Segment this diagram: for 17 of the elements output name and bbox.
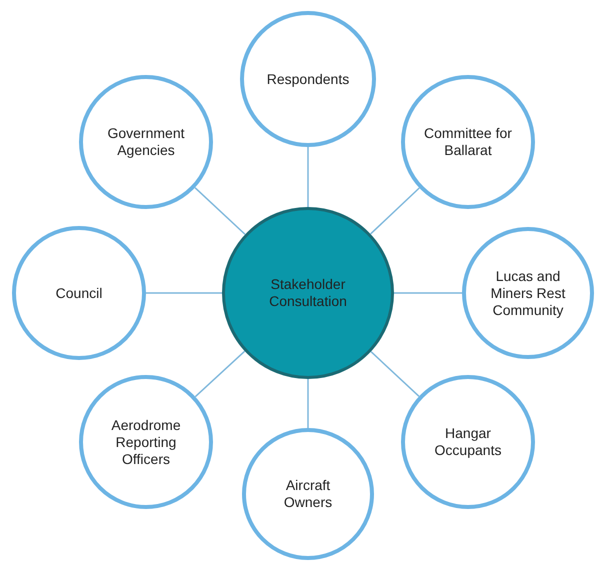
connector-line bbox=[194, 350, 246, 398]
connector-line bbox=[307, 379, 309, 428]
node-label: Lucas and Miners Rest Community bbox=[490, 268, 566, 318]
node-label: Aerodrome Reporting Officers bbox=[110, 416, 182, 468]
node-label: Respondents bbox=[266, 70, 350, 88]
connector-line bbox=[394, 292, 462, 294]
connector-line bbox=[370, 351, 420, 397]
connector-line bbox=[307, 147, 309, 207]
connector-line bbox=[370, 187, 420, 235]
connector-line bbox=[146, 292, 222, 294]
node-label: Aircraft Owners bbox=[282, 477, 334, 511]
connector-line bbox=[194, 187, 246, 235]
node-label: Council bbox=[54, 284, 104, 302]
node-label: Hangar Occupants bbox=[434, 425, 502, 459]
node-label: Government Agencies bbox=[106, 125, 186, 159]
node-label: Stakeholder Consultation bbox=[268, 276, 348, 310]
node-label: Committee for Ballarat bbox=[423, 125, 513, 159]
